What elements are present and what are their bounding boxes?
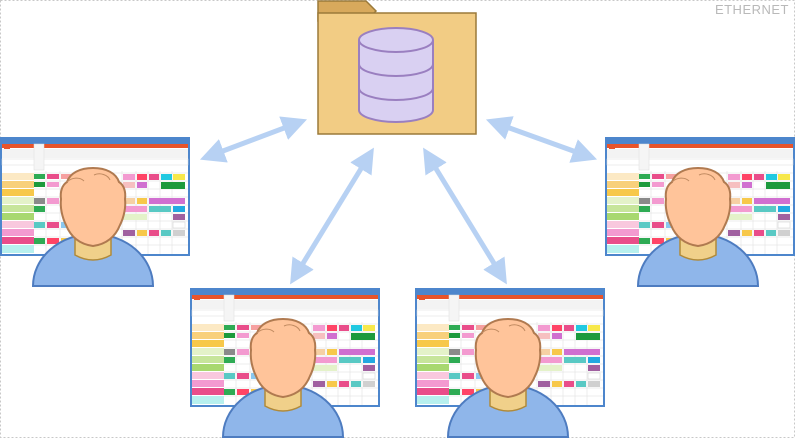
arrow-server-ws1: [199, 116, 308, 163]
arrow-server-ws2: [290, 147, 374, 285]
arrow-server-ws4: [485, 116, 598, 163]
server-folder-icon: [317, 0, 477, 135]
ethernet-label: ETHERNET: [714, 2, 789, 17]
workstation-user-icon-4: [605, 137, 795, 287]
connections: [199, 116, 598, 285]
workstation-user-icon-1: [0, 137, 190, 287]
database-icon: [358, 27, 434, 123]
arrow-server-ws3: [423, 147, 507, 285]
workstation-user-icon-3: [415, 288, 605, 438]
workstation-user-icon-2: [190, 288, 380, 438]
